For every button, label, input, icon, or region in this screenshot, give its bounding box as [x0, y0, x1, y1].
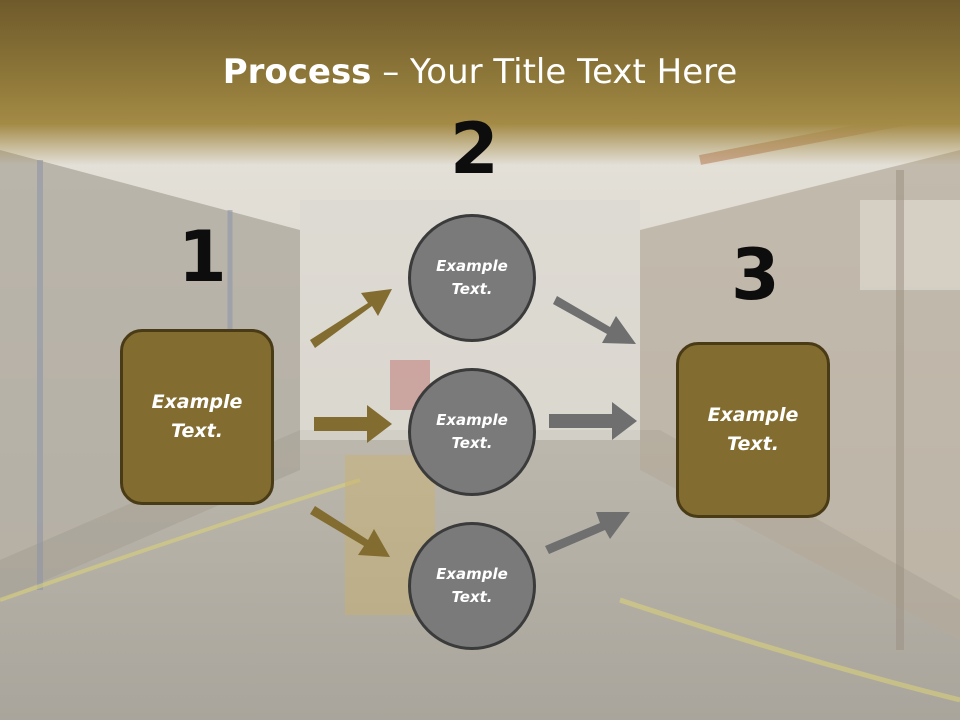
step-2-circle-middle[interactable]: Example Text. [408, 368, 536, 496]
step-2-circle-top[interactable]: Example Text. [408, 214, 536, 342]
step-2-circle-bottom[interactable]: Example Text. [408, 522, 536, 650]
arrow-box1-to-circle-bottom [310, 506, 390, 557]
step-number-3: 3 [731, 234, 780, 316]
step-3-box-text: Example Text. [707, 404, 799, 455]
title-bold: Process [222, 52, 372, 92]
circle-top-text: Example Text. [436, 257, 508, 298]
circle-middle-text: Example Text. [436, 411, 508, 452]
arrow-circle-bottom-to-box3 [545, 512, 630, 554]
arrow-box1-to-circle-top [310, 289, 392, 348]
step-number-1: 1 [178, 216, 227, 298]
circle-bottom-text: Example Text. [436, 565, 508, 606]
arrow-box1-to-circle-middle [314, 405, 392, 443]
arrow-circle-middle-to-box3 [549, 402, 637, 440]
slide-title: Process – Your Title Text Here [0, 52, 960, 92]
title-banner [0, 0, 960, 165]
step-3-box[interactable]: Example Text. [676, 342, 830, 518]
arrow-circle-top-to-box3 [553, 296, 636, 344]
step-1-box[interactable]: Example Text. [120, 329, 274, 505]
title-rest: – Your Title Text Here [371, 52, 738, 92]
step-number-2: 2 [450, 108, 499, 190]
step-1-box-text: Example Text. [151, 391, 243, 442]
